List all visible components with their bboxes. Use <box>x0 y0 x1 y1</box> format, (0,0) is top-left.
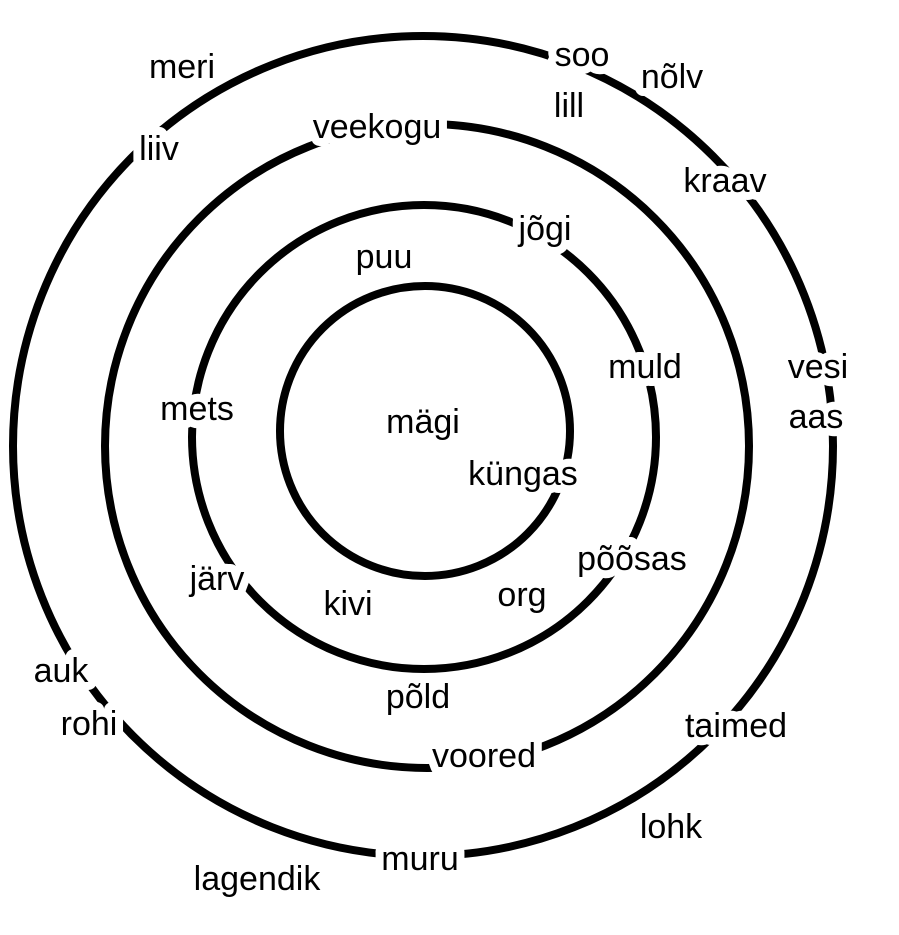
label-soo: soo <box>555 36 610 74</box>
label-mets: mets <box>160 390 234 428</box>
label-voored: voored <box>432 737 536 775</box>
label-meri: meri <box>149 48 215 86</box>
label-veekogu: veekogu <box>313 108 442 146</box>
label-auk: auk <box>34 652 90 690</box>
label-kraav: kraav <box>683 162 766 200</box>
label-rohi: rohi <box>61 705 118 743</box>
label-lill: lill <box>554 87 584 125</box>
label-muru: muru <box>381 840 458 878</box>
label-liiv: liiv <box>139 130 179 168</box>
label-vesi: vesi <box>788 348 848 386</box>
ring-second <box>188 201 660 673</box>
label-aas: aas <box>789 398 844 436</box>
label-jogi: jõgi <box>518 210 572 248</box>
label-poosas: põõsas <box>577 540 687 578</box>
label-taimed: taimed <box>685 707 787 745</box>
label-magi: mägi <box>386 403 460 441</box>
ring-inner <box>276 282 574 580</box>
label-jarv: järv <box>189 560 245 598</box>
label-lohk: lohk <box>640 808 703 846</box>
label-kivi: kivi <box>323 585 372 623</box>
label-lagendik: lagendik <box>194 860 322 898</box>
label-kungas: küngas <box>468 455 578 493</box>
label-pold: põld <box>386 678 450 716</box>
label-org: org <box>497 576 546 614</box>
ring-outer <box>9 32 837 860</box>
label-nolv: nõlv <box>641 58 703 96</box>
label-muld: muld <box>608 348 682 386</box>
label-puu: puu <box>356 238 413 276</box>
ring-third <box>101 120 753 772</box>
